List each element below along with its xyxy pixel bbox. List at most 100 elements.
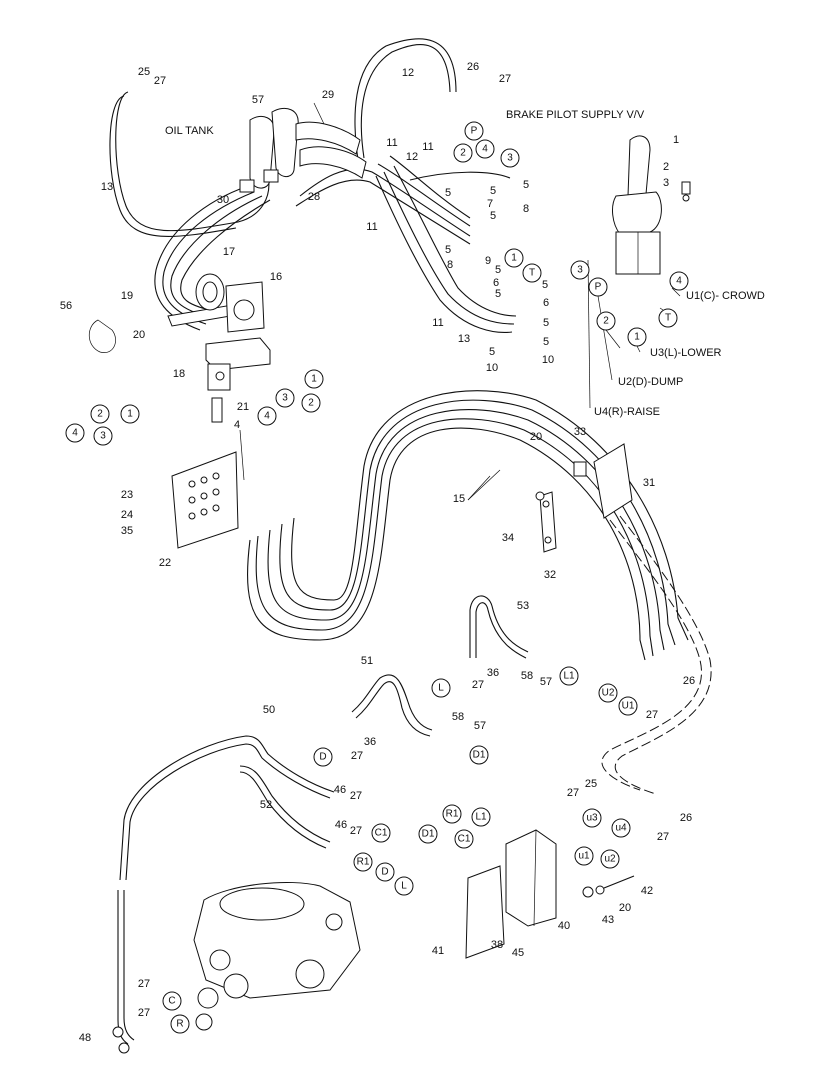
connection-marker-2: 2 xyxy=(90,404,110,424)
marker-text: L1 xyxy=(563,671,575,682)
marker-ring xyxy=(611,818,631,838)
part-callout-12: 12 xyxy=(406,151,418,163)
part-callout-30: 30 xyxy=(217,194,229,206)
marker-ring xyxy=(313,747,333,767)
connection-marker-3: 3 xyxy=(500,148,520,168)
part-callout-6: 6 xyxy=(493,277,499,289)
part-callout-27: 27 xyxy=(351,750,363,762)
marker-text: 1 xyxy=(127,409,133,420)
marker-text: 4 xyxy=(264,411,270,422)
marker-text: P xyxy=(595,282,602,293)
connection-marker-2: 2 xyxy=(453,143,473,163)
marker-text: 2 xyxy=(97,409,103,420)
marker-text: 4 xyxy=(676,276,682,287)
connection-marker-3: 3 xyxy=(93,426,113,446)
part-callout-13: 13 xyxy=(101,181,113,193)
marker-ring xyxy=(570,260,590,280)
part-callout-2: 2 xyxy=(663,161,669,173)
part-callout-8: 8 xyxy=(447,259,453,271)
connection-marker-P: P xyxy=(588,277,608,297)
marker-ring xyxy=(627,327,647,347)
marker-ring xyxy=(301,393,321,413)
marker-text: R1 xyxy=(446,809,459,820)
marker-ring xyxy=(162,991,182,1011)
marker-ring xyxy=(431,678,451,698)
part-callout-4: 4 xyxy=(234,419,240,431)
marker-ring xyxy=(442,804,462,824)
hose-coils xyxy=(239,108,367,193)
marker-text: D1 xyxy=(422,829,435,840)
connection-marker-R1: R1 xyxy=(442,804,462,824)
part-callout-27: 27 xyxy=(472,679,484,691)
part-callout-26: 26 xyxy=(683,675,695,687)
part-callout-16: 16 xyxy=(270,271,282,283)
marker-ring xyxy=(90,404,110,424)
marker-ring xyxy=(504,248,524,268)
marker-text: T xyxy=(665,313,671,324)
part-callout-51: 51 xyxy=(361,655,373,667)
connection-marker-1: 1 xyxy=(627,327,647,347)
marker-text: 1 xyxy=(634,332,640,343)
part-callout-57: 57 xyxy=(540,676,552,688)
marker-text: R1 xyxy=(357,857,370,868)
connection-marker-1: 1 xyxy=(304,369,324,389)
part-callout-25: 25 xyxy=(585,778,597,790)
marker-ring xyxy=(65,423,85,443)
marker-text: U2 xyxy=(602,688,615,699)
part-callout-43: 43 xyxy=(602,914,614,926)
marker-text: L xyxy=(438,683,444,694)
part-callout-1: 1 xyxy=(673,134,679,146)
part-callout-5: 5 xyxy=(490,210,496,222)
part-callout-10: 10 xyxy=(486,362,498,374)
marker-text: 1 xyxy=(511,253,517,264)
part-callout-5: 5 xyxy=(543,317,549,329)
part-callout-12: 12 xyxy=(402,67,414,79)
part-callout-24: 24 xyxy=(121,509,133,521)
part-callout-20: 20 xyxy=(530,431,542,443)
part-callout-42: 42 xyxy=(641,885,653,897)
connection-marker-4: 4 xyxy=(669,271,689,291)
part-callout-27: 27 xyxy=(350,825,362,837)
marker-text: C1 xyxy=(375,828,388,839)
marker-text: 3 xyxy=(577,265,583,276)
part-callout-56: 56 xyxy=(60,300,72,312)
part-callout-6: 6 xyxy=(543,297,549,309)
part-callout-34: 34 xyxy=(502,532,514,544)
pilot-block-40 xyxy=(465,829,635,959)
part-callout-11: 11 xyxy=(422,141,433,153)
function-label: U3(L)-LOWER xyxy=(650,347,722,359)
part-callout-35: 35 xyxy=(121,525,133,537)
part-callout-10: 10 xyxy=(542,354,554,366)
marker-text: u1 xyxy=(578,851,590,862)
part-callout-41: 41 xyxy=(432,945,444,957)
marker-ring xyxy=(596,311,616,331)
part-callout-5: 5 xyxy=(489,346,495,358)
function-label: U1(C)- CROWD xyxy=(686,290,765,302)
part-callout-5: 5 xyxy=(445,187,451,199)
part-callout-52: 52 xyxy=(260,799,272,811)
part-callout-5: 5 xyxy=(523,179,529,191)
connection-marker-4: 4 xyxy=(475,139,495,159)
connection-marker-T: T xyxy=(658,308,678,328)
marker-text: u2 xyxy=(604,854,616,865)
part-callout-27: 27 xyxy=(646,709,658,721)
connection-marker-u3: u3 xyxy=(582,808,602,828)
connection-marker-T: T xyxy=(522,263,542,283)
marker-ring xyxy=(371,823,391,843)
connection-marker-u2: u2 xyxy=(600,849,620,869)
part-callout-13: 13 xyxy=(458,333,470,345)
part-callout-20: 20 xyxy=(133,329,145,341)
marker-ring xyxy=(522,263,542,283)
marker-ring xyxy=(500,148,520,168)
marker-ring xyxy=(454,829,474,849)
marker-ring xyxy=(257,406,277,426)
part-callout-53: 53 xyxy=(517,600,529,612)
part-callout-3: 3 xyxy=(663,177,669,189)
marker-ring xyxy=(418,824,438,844)
part-callout-25: 25 xyxy=(138,66,150,78)
part-callout-27: 27 xyxy=(499,73,511,85)
marker-ring xyxy=(588,277,608,297)
marker-ring xyxy=(353,852,373,872)
